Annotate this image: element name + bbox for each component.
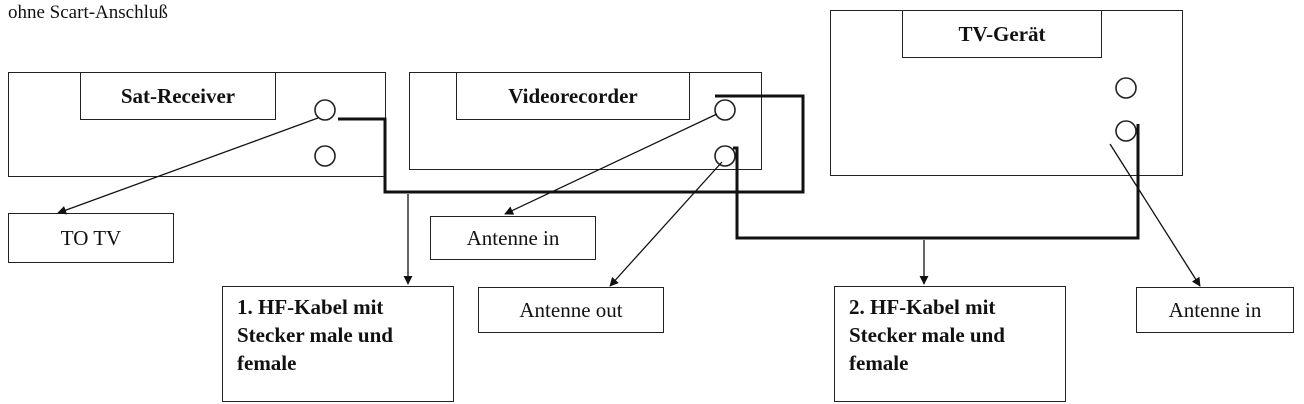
hf-cable-1-line — [338, 94, 805, 194]
vcr-port-bottom — [714, 145, 736, 167]
tv-antenna-in-label: Antenne in — [1136, 287, 1294, 333]
tv-label: TV-Gerät — [902, 10, 1102, 58]
vcr-antenna-in-label: Antenne in — [430, 216, 596, 260]
cable-1-note: 1. HF-Kabel mit Stecker male und female — [222, 286, 454, 402]
diagram-caption: ohne Scart-Anschluß — [8, 2, 168, 23]
tv-port-bottom — [1115, 120, 1137, 142]
videorecorder-label: Videorecorder — [456, 72, 690, 120]
sat-receiver-label: Sat-Receiver — [80, 72, 276, 120]
arrow-vcr-antenna-in — [504, 113, 718, 215]
arrow-to-tv — [57, 117, 319, 215]
hf-cable-2-line — [733, 124, 1140, 240]
arrow-vcr-antenna-out — [609, 161, 723, 287]
cable-2-note: 2. HF-Kabel mit Stecker male und female — [834, 286, 1066, 402]
tv-port-top — [1115, 77, 1137, 99]
sat-receiver-port-bottom — [314, 145, 336, 167]
vcr-port-top — [714, 99, 736, 121]
to-tv-label: TO TV — [8, 213, 174, 263]
sat-receiver-port-top — [314, 99, 336, 121]
vcr-antenna-out-label: Antenne out — [478, 287, 664, 333]
arrow-tv-antenna-in — [1109, 143, 1201, 287]
